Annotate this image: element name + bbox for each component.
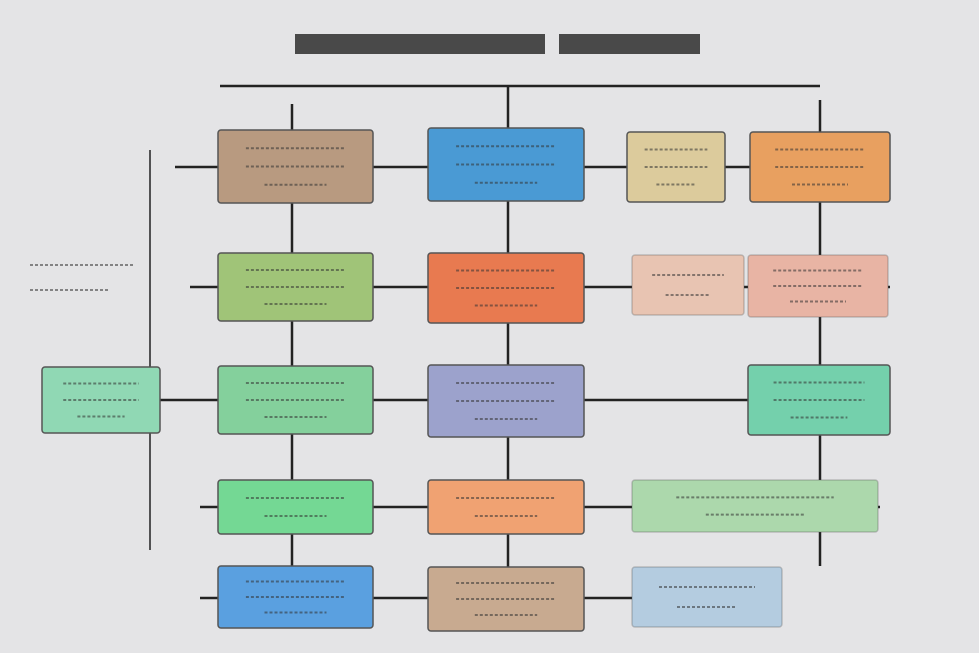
node-box[interactable]	[427, 127, 585, 202]
node-box[interactable]	[427, 364, 585, 438]
node-box[interactable]	[217, 479, 374, 535]
side-label	[30, 264, 135, 291]
node-box[interactable]	[217, 252, 374, 322]
node-box[interactable]	[217, 565, 374, 629]
node-box[interactable]	[217, 365, 374, 435]
diagram-title	[295, 34, 700, 54]
node-box[interactable]	[749, 131, 891, 203]
node-box[interactable]	[427, 566, 585, 632]
node-box[interactable]	[631, 566, 783, 628]
node-box[interactable]	[747, 364, 891, 436]
node-box[interactable]	[631, 479, 879, 533]
node-box[interactable]	[747, 254, 889, 318]
node-box[interactable]	[631, 254, 745, 316]
node-box[interactable]	[427, 479, 585, 535]
node-box[interactable]	[41, 366, 161, 434]
node-box[interactable]	[427, 252, 585, 324]
node-box[interactable]	[626, 131, 726, 203]
node-box[interactable]	[217, 129, 374, 204]
